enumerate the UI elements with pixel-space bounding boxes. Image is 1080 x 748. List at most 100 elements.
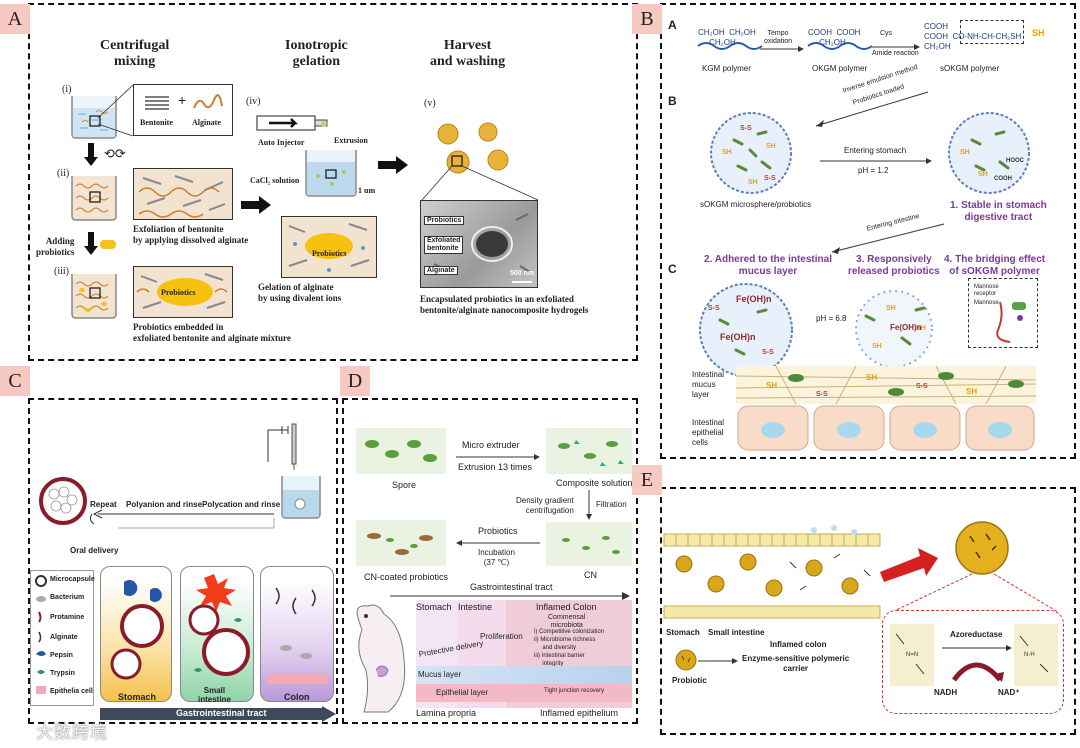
d-mucus-band: [416, 666, 632, 684]
c-legend-5: Trypsin: [50, 670, 75, 677]
a-zoom-i: [133, 84, 233, 136]
e-stomach: Stomach: [666, 628, 700, 637]
d-mouse-icon: [356, 604, 406, 713]
d-cn-box: [546, 522, 632, 566]
b-ph-68: pH = 6.8: [816, 314, 847, 323]
svg-text:SH: SH: [766, 381, 777, 390]
b-mannose-art: [996, 301, 1026, 343]
a-arrow-right-1: [241, 196, 271, 214]
d-items: i) Competitive colonization ii) Microbio…: [534, 629, 605, 667]
c-polyanion: Polyanion and rinse: [126, 500, 203, 509]
c-electrode-icon: [267, 423, 297, 470]
b-okgm-polymer: OKGM polymer: [812, 64, 868, 73]
d-spore-art: [365, 440, 437, 462]
b-kgm-chain: [697, 42, 763, 50]
c-colon: Colon: [284, 692, 310, 702]
a-auto-injector: Auto Injector: [258, 138, 305, 147]
a-step-iii: (iii): [54, 266, 69, 277]
d-composite: Composite solution: [556, 478, 633, 488]
a-sem-alginate-tag: Alginate: [424, 266, 458, 275]
a-embedded-caption: Probiotics embedded in exfoliated benton…: [133, 322, 291, 343]
b-sub-a: A: [668, 18, 677, 32]
b-bridging: 4. The bridging effect of sOKGM polymer: [944, 254, 1046, 277]
a-sem-exfoliated-tag: Exfoliated bentonite: [424, 236, 464, 254]
svg-text:S-S: S-S: [816, 391, 828, 398]
a-encapsulated-caption: Encapsulated probiotics in an exfoliated…: [420, 294, 589, 315]
c-beaker-icon: [281, 476, 321, 519]
d-arrow-down: [586, 490, 592, 520]
a-zoom-lines-v: [421, 165, 539, 201]
a-mix-icon: ⟲⟳: [104, 146, 126, 161]
a-beaker-i: [71, 96, 117, 139]
c-oral-delivery: Oral delivery: [70, 546, 119, 555]
e-intestine-band: [663, 525, 881, 619]
a-embedded-art: [136, 273, 228, 309]
c-intestine-art: [188, 574, 250, 676]
svg-text:SH: SH: [978, 171, 988, 178]
e-carrier: Enzyme-sensitive polymeric carrier: [742, 654, 850, 673]
b-mannose: Mannose: [974, 300, 999, 306]
b-arrow-diag-1: [815, 91, 929, 127]
c-legend-0: Microcapsule: [50, 576, 95, 583]
panel-e-label: E: [632, 465, 662, 495]
panel-b-label: B: [632, 4, 662, 34]
a-gelation-art: [288, 223, 370, 272]
b-microsphere-3: Fe(OH)nFe(OH)n S-SS-S: [699, 283, 793, 377]
b-arrow-1: [760, 46, 804, 52]
a-beads: [437, 122, 509, 174]
a-extrusion: Extrusion: [334, 136, 368, 145]
c-legend-3: Alginate: [50, 634, 78, 641]
d-cn-coated-box: [356, 520, 446, 566]
d-cn-coated: CN-coated probiotics: [364, 572, 449, 582]
svg-text:SH: SH: [872, 343, 882, 350]
a-plus: +: [178, 92, 187, 108]
d-proliferation: Proliferation: [480, 632, 523, 641]
a-cacl2-beaker: [305, 150, 357, 197]
c-legend-4: Pepsin: [50, 652, 73, 659]
b-sokgm-dashed-box: [960, 20, 1024, 44]
b-kgm-formula: CH₂OH CH₂OH CH₂OH: [698, 28, 756, 47]
a-sem-hole: [433, 213, 532, 283]
c-stomach-art: [110, 580, 164, 680]
svg-text:S-S: S-S: [708, 305, 720, 312]
c-tract: Gastrointestinal tract: [176, 708, 267, 718]
d-cn-art: [562, 536, 620, 554]
a-step-v: (v): [424, 98, 436, 109]
b-okgm-formula: COOH COOH CH₂OH: [808, 28, 861, 47]
svg-text:COOH: COOH: [994, 176, 1012, 182]
c-repeat: Repeat: [90, 500, 117, 509]
d-epithelial-band: [416, 684, 632, 702]
b-arrow-2: [872, 44, 920, 50]
e-right-molecule: [1014, 624, 1058, 686]
b-tempo: Tempo oxidation: [764, 30, 793, 45]
a-step-ii: (ii): [57, 168, 70, 179]
svg-text:SH: SH: [960, 149, 970, 156]
b-ph-12: pH = 1.2: [858, 166, 889, 175]
svg-text:S-S: S-S: [740, 125, 752, 132]
c-colon-art: [268, 587, 328, 684]
d-cn: CN: [584, 570, 597, 580]
svg-text:Fe(OH)n: Fe(OH)n: [736, 294, 772, 304]
e-red-arrow: [880, 548, 938, 582]
svg-text:SH: SH: [916, 325, 926, 332]
b-cys: Cys: [880, 30, 893, 37]
b-entering-stomach: Entering stomach: [844, 146, 907, 155]
d-composite-art: [558, 440, 624, 466]
b-epithelial-cells: [737, 405, 1035, 451]
d-tight-junction: Tight junction recovery: [544, 688, 605, 694]
d-cn-coated-art: [367, 533, 433, 555]
svg-text:Fe(OH)n: Fe(OH)n: [890, 323, 922, 332]
c-legend-6: Epithelia cell: [50, 688, 93, 695]
d-commensal: Commensal microbiota: [548, 614, 586, 629]
a-exfoliation-art: [138, 175, 226, 218]
a-alginate-label: Alginate: [192, 118, 221, 127]
c-tract-arrow: [100, 706, 336, 722]
a-sem-scale: 500 nm: [510, 270, 535, 277]
b-microsphere-label: sOKGM microsphere/probiotics: [700, 200, 812, 209]
e-zoom-lines: [891, 573, 1059, 613]
a-scale-1um: 1 um: [358, 186, 376, 195]
d-stomach: Stomach: [416, 602, 452, 612]
